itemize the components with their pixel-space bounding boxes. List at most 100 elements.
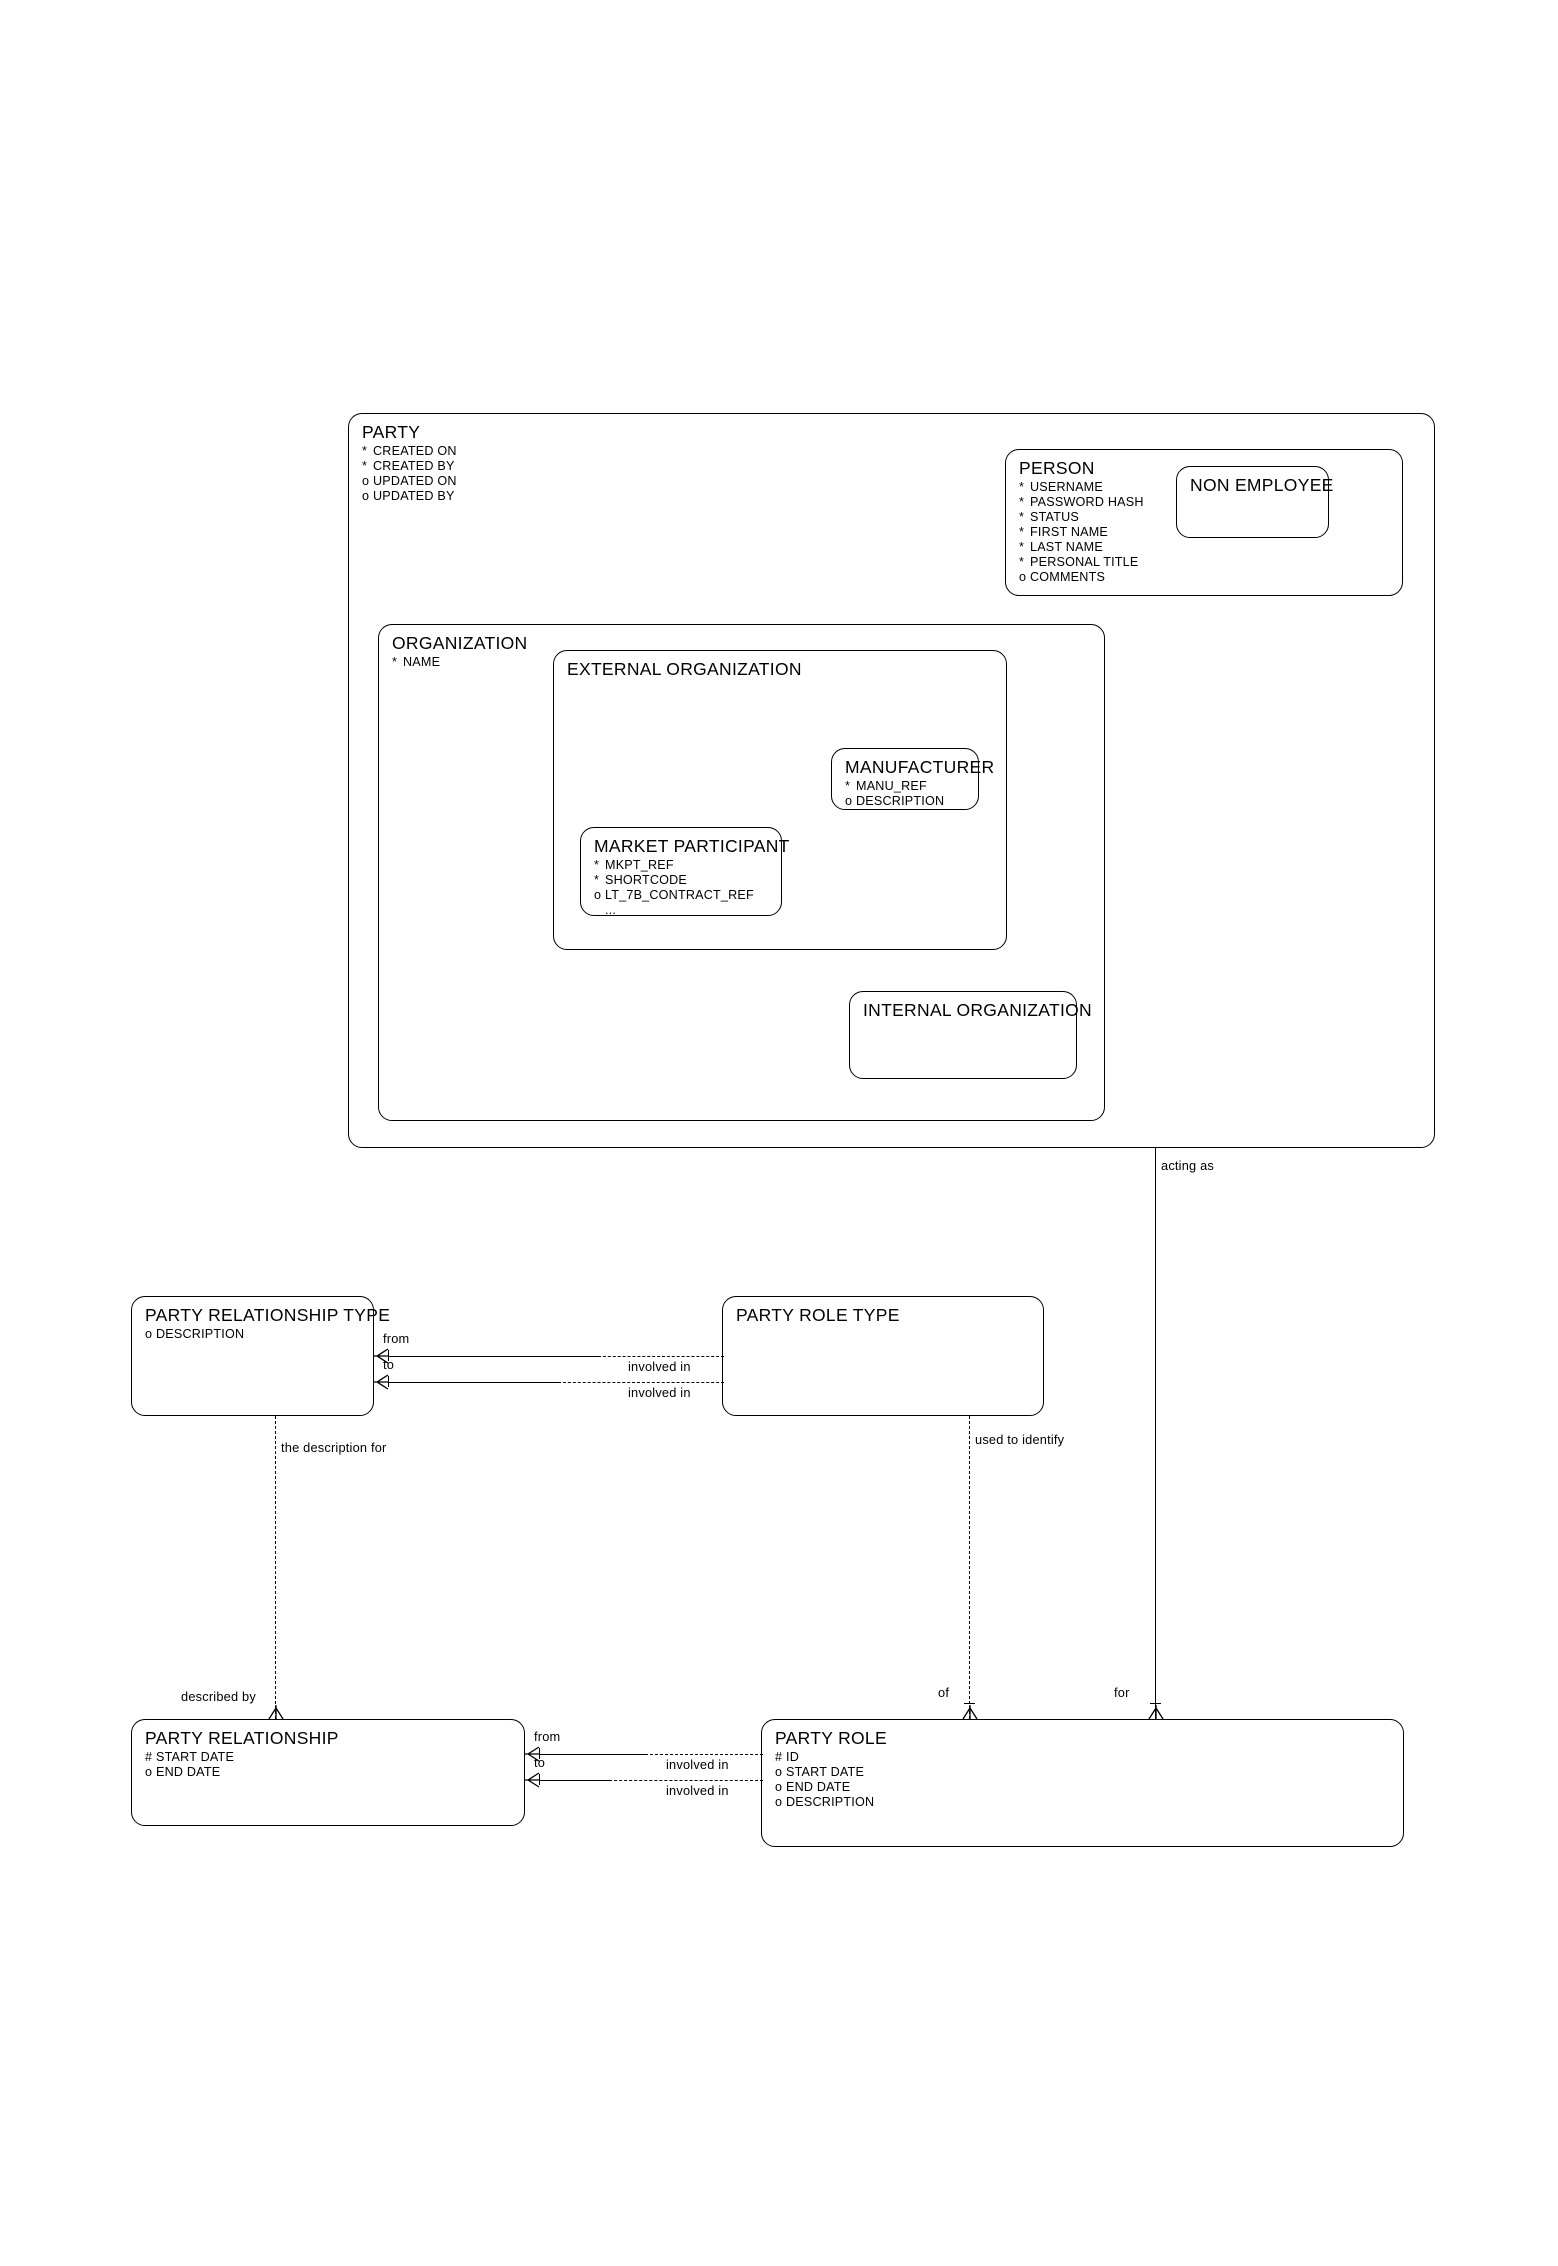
entity-non-employee[interactable]: NON EMPLOYEE [1176, 466, 1333, 538]
relationship-label-prt-from: from [383, 1331, 410, 1346]
entity-organization-attributes: *NAME [392, 655, 440, 670]
attribute-label: UPDATED BY [373, 489, 455, 503]
connector-party-relationship-type-to-party-relationship[interactable] [275, 1416, 276, 1719]
attribute-marker: * [1019, 555, 1025, 569]
attribute-marker: * [845, 779, 851, 793]
entity-non-employee-title: NON EMPLOYEE [1190, 475, 1334, 495]
relationship-label-pr-involved-in-2: involved in [666, 1783, 729, 1798]
attribute-label: SHORTCODE [605, 873, 688, 887]
attribute-label: NAME [403, 655, 441, 669]
attribute-row: *LAST NAME [1019, 540, 1144, 555]
mandatory-tick-of [964, 1703, 975, 1704]
connector-pr-to-role-line-from-solid[interactable] [539, 1754, 647, 1755]
connector-pr-to-role-line-from-dashed[interactable] [645, 1754, 763, 1755]
connector-prt-to-prt-line-from-dashed[interactable] [598, 1356, 724, 1357]
entity-internal-organization[interactable]: INTERNAL ORGANIZATION [849, 991, 1092, 1079]
entity-person[interactable]: PERSON *USERNAME *PASSWORD HASH *STATUS … [1005, 449, 1403, 596]
attribute-label: MKPT_REF [605, 858, 674, 872]
entity-organization[interactable]: ORGANIZATION *NAME [378, 624, 1105, 1121]
attribute-label: PERSONAL TITLE [1030, 555, 1139, 569]
attribute-label: START DATE [156, 1750, 235, 1764]
connector-prt-to-prt-line-from-solid[interactable] [388, 1356, 600, 1357]
attribute-row: #ID [775, 1750, 874, 1765]
attribute-row: *MKPT_REF [594, 858, 754, 873]
relationship-label-prt-to: to [383, 1357, 395, 1372]
attribute-row: ... [594, 903, 754, 918]
relationship-label-of: of [938, 1685, 950, 1700]
mandatory-tick-prt-from [388, 1350, 389, 1361]
entity-market-participant-title: MARKET PARTICIPANT [594, 836, 790, 856]
relationship-label-prt-involved-in-1: involved in [628, 1359, 691, 1374]
entity-person-title: PERSON [1019, 458, 1095, 478]
connector-pr-to-role-line-to-solid[interactable] [539, 1780, 611, 1781]
relationship-label-pr-to: to [534, 1755, 546, 1770]
crowsfoot-prt-from [374, 1348, 389, 1364]
attribute-label: START DATE [786, 1765, 865, 1779]
entity-party-title: PARTY [362, 422, 421, 442]
entity-party-role-title: PARTY ROLE [775, 1728, 887, 1748]
attribute-label: DESCRIPTION [786, 1795, 875, 1809]
attribute-row: * MANU_REF [845, 779, 944, 794]
attribute-marker: * [1019, 525, 1025, 539]
attribute-label: CREATED ON [373, 444, 457, 458]
connector-party-to-party-role[interactable] [1155, 1148, 1156, 1719]
entity-party-role-type-title: PARTY ROLE TYPE [736, 1305, 900, 1325]
attribute-marker: * [362, 444, 368, 458]
attribute-marker: o [145, 1327, 153, 1341]
attribute-marker: # [775, 1750, 783, 1764]
attribute-label: MANU_REF [856, 779, 927, 793]
mandatory-tick-prt-to [388, 1376, 389, 1387]
entity-party-relationship-type-title: PARTY RELATIONSHIP TYPE [145, 1305, 391, 1325]
entity-person-attributes: *USERNAME *PASSWORD HASH *STATUS *FIRST … [1019, 480, 1144, 585]
attribute-marker: * [594, 873, 600, 887]
attribute-label: END DATE [156, 1765, 221, 1779]
attribute-row: *NAME [392, 655, 440, 670]
attribute-marker: * [362, 459, 368, 473]
attribute-row: * PERSONAL TITLE [1019, 555, 1144, 570]
attribute-label: END DATE [786, 1780, 851, 1794]
entity-market-participant[interactable]: MARKET PARTICIPANT *MKPT_REF *SHORTCODE … [580, 827, 789, 918]
entity-internal-organization-title: INTERNAL ORGANIZATION [863, 1000, 1092, 1020]
attribute-marker: * [1019, 510, 1025, 524]
crowsfoot-prt-to [374, 1374, 389, 1390]
attribute-label: USERNAME [1030, 480, 1103, 494]
attribute-marker: * [1019, 480, 1025, 494]
connector-prt-to-prt-line-to-solid[interactable] [388, 1382, 560, 1383]
attribute-label: ID [786, 1750, 799, 1764]
entity-party-role-type[interactable]: PARTY ROLE TYPE [722, 1296, 1044, 1416]
connector-party-role-type-to-party-role[interactable] [969, 1416, 970, 1719]
mandatory-tick-for [1150, 1703, 1161, 1704]
connector-prt-to-prt-line-to-dashed[interactable] [558, 1382, 724, 1383]
relationship-label-pr-from: from [534, 1729, 561, 1744]
relationship-label-for: for [1114, 1685, 1130, 1700]
crowsfoot-party-role-for [1148, 1705, 1164, 1720]
entity-manufacturer-title: MANUFACTURER [845, 757, 995, 777]
attribute-row: #START DATE [145, 1750, 234, 1765]
attribute-marker: o [594, 888, 602, 902]
connector-pr-to-role-line-to-dashed[interactable] [609, 1780, 763, 1781]
relationship-label-acting-as: acting as [1161, 1158, 1215, 1173]
entity-organization-title: ORGANIZATION [392, 633, 528, 653]
entity-external-organization[interactable]: EXTERNAL ORGANIZATION [553, 650, 1007, 950]
attribute-marker: o [362, 489, 370, 503]
attribute-row: * FIRST NAME [1019, 525, 1144, 540]
relationship-label-described-by: described by [181, 1689, 256, 1704]
attribute-label: FIRST NAME [1030, 525, 1109, 539]
attribute-marker: o [1019, 570, 1027, 584]
attribute-label: STATUS [1030, 510, 1080, 524]
attribute-marker: * [1019, 540, 1025, 554]
relationship-label-pr-involved-in-1: involved in [666, 1757, 729, 1772]
